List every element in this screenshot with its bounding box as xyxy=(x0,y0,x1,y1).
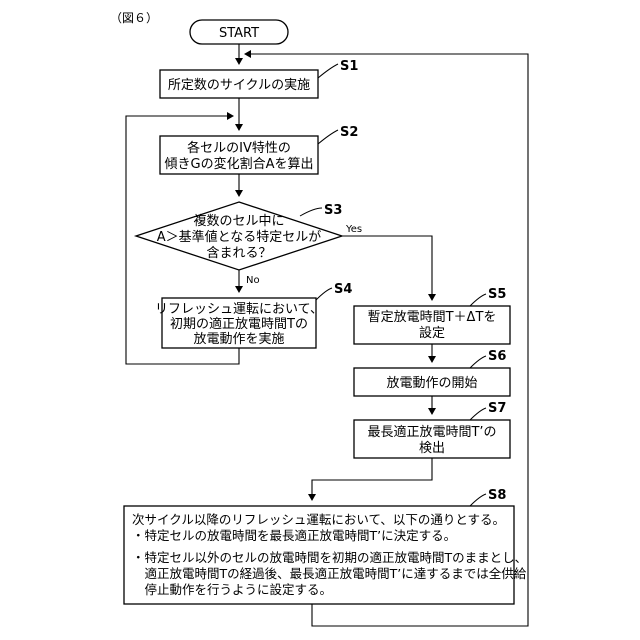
s5-text-1: 暫定放電時間T＋ΔTを xyxy=(368,310,497,325)
s4-text-1: リフレッシュ運転において、 xyxy=(155,302,323,317)
s4-leader xyxy=(316,288,332,300)
s1-text: 所定数のサイクルの実施 xyxy=(168,77,310,93)
figure-label: （図６） xyxy=(110,11,158,25)
s8-text-3: ・特定セル以外のセルの放電時間を初期の適正放電時間Tのままとし、 xyxy=(132,550,527,565)
s7-leader xyxy=(470,408,486,420)
s8-label: S8 xyxy=(488,488,506,503)
s8-text-5: 停止動作を行うように設定する。 xyxy=(132,582,332,597)
s5-label: S5 xyxy=(488,287,506,302)
s3-text-1: 複数のセル中に xyxy=(193,213,284,229)
arrow-s7-s8 xyxy=(312,458,432,500)
s7-label: S7 xyxy=(488,401,506,416)
s6-text: 放電動作の開始 xyxy=(386,376,477,391)
s2-text-1: 各セルのIV特性の xyxy=(187,140,291,156)
s5-leader xyxy=(470,294,486,306)
s4-label: S4 xyxy=(334,282,352,297)
arrow-yes-s5 xyxy=(342,236,432,300)
s3-text-3: 含まれる？ xyxy=(206,245,271,261)
s7-text-1: 最長適正放電時間T’の xyxy=(367,424,496,440)
s6-leader xyxy=(470,356,486,368)
s7-text-2: 検出 xyxy=(419,441,445,456)
s1-leader xyxy=(318,64,338,78)
s8-leader xyxy=(470,494,486,506)
s6-label: S6 xyxy=(488,349,506,364)
s1-label: S1 xyxy=(340,59,358,74)
s2-text-2: 傾きGの変化割合Aを算出 xyxy=(165,156,314,172)
s4-text-2: 初期の適正放電時間Tの xyxy=(170,316,308,332)
s8-text-4: 適正放電時間Tの経過後、最長適正放電時間T’に達するまでは全供給 xyxy=(132,566,527,581)
start-text: START xyxy=(219,26,259,41)
s5-text-2: 設定 xyxy=(419,325,445,341)
s3-text-2: A＞基準値となる特定セルが xyxy=(157,229,322,245)
s3-label: S3 xyxy=(324,203,342,218)
yes-label: Yes xyxy=(345,224,362,235)
s2-label: S2 xyxy=(340,125,358,140)
s2-leader xyxy=(318,130,338,144)
s8-text-2: ・特定セルの放電時間を最長適正放電時間T’に決定する。 xyxy=(132,528,456,543)
no-label: No xyxy=(246,275,260,286)
s4-text-3: 放電動作を実施 xyxy=(193,331,284,347)
s3-leader xyxy=(300,208,322,216)
s8-text-1: 次サイクル以降のリフレッシュ運転において、以下の通りとする。 xyxy=(132,512,505,527)
